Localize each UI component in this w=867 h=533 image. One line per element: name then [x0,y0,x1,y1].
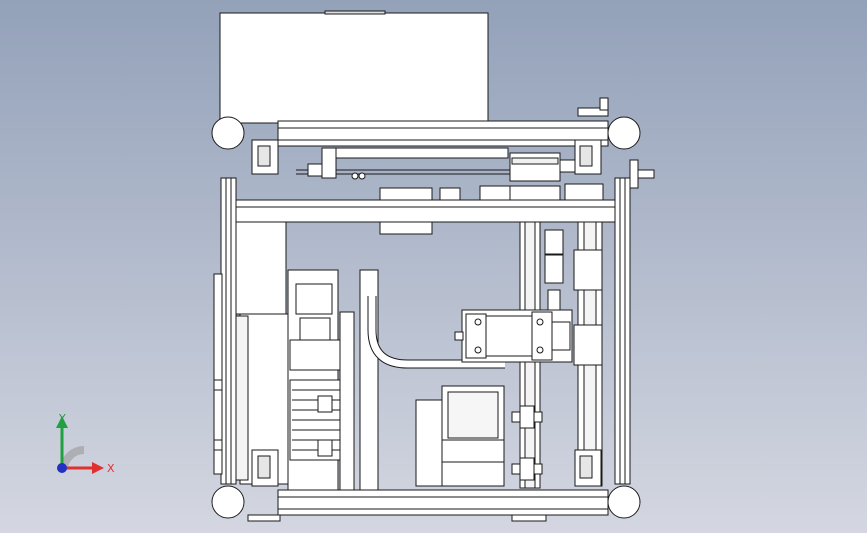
top-left-corner-ball [211,116,245,150]
motor-block [415,399,443,487]
mid-beam [235,199,616,223]
top-beam [277,120,609,147]
right-column [614,177,631,485]
y-axis-label: Y [58,412,66,425]
axis-triad: Y X [56,412,115,475]
bottom-beam [277,489,609,516]
top-right-corner-ball [607,116,641,150]
left-column [220,177,237,485]
bottom-left-corner-ball [211,485,245,519]
top-enclosure [219,12,489,124]
x-axis-label: X [107,462,115,475]
triad-rotation-arc [60,445,85,469]
bottom-right-corner-ball [607,485,641,519]
